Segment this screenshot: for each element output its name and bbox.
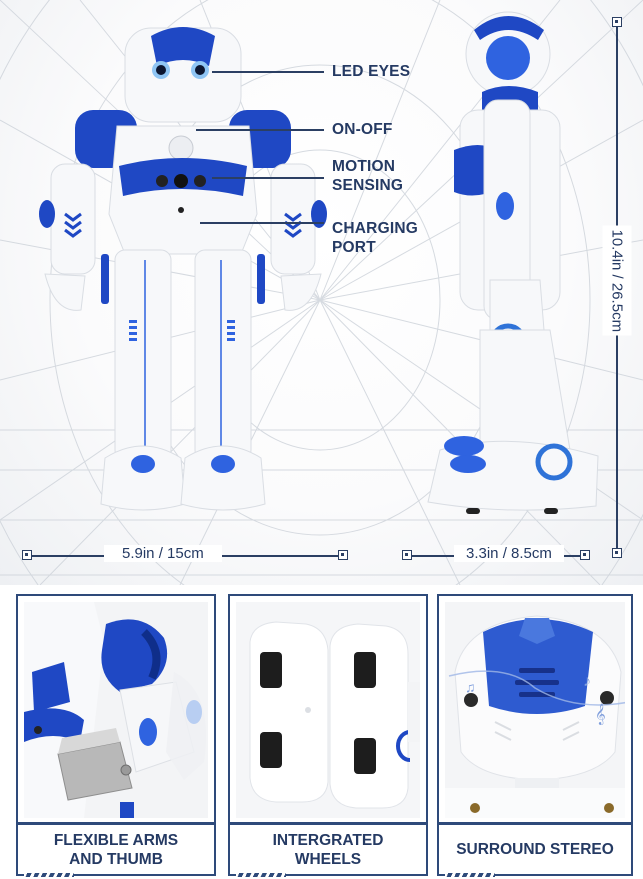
callout-line-motion-sensing: [212, 177, 324, 179]
hero-product-view: LED EYES ON-OFF MOTION SENSING CHARGING …: [0, 0, 643, 585]
panel-divider: [439, 822, 631, 825]
callout-line-led-eyes: [212, 71, 324, 73]
robot-front-view: [39, 27, 327, 511]
svg-text:♪: ♪: [583, 673, 591, 690]
dimension-end-marker: [580, 550, 590, 560]
dimension-end-marker: [402, 550, 412, 560]
dimension-end-marker: [612, 548, 622, 558]
feature-photo-stereo: ♪ 𝄞 ♫: [445, 602, 625, 818]
feature-label-integrated-wheels: INTERGRATED WHEELS: [272, 831, 384, 868]
decorative-hatch: [24, 873, 74, 877]
robot-arm-holding-block-image: [24, 602, 208, 818]
decorative-hatch: [236, 873, 286, 877]
callout-line-charging-port: [200, 222, 324, 224]
decorative-hatch: [445, 873, 495, 877]
callout-charging-port: CHARGING PORT: [332, 220, 418, 256]
svg-text:𝄞: 𝄞: [595, 704, 606, 725]
feature-panel-surround-stereo: ♪ 𝄞 ♫ SURROUND STEREO: [437, 594, 633, 877]
feature-label-surround-stereo: SURROUND STEREO: [456, 841, 614, 858]
callout-on-off: ON-OFF: [332, 121, 393, 138]
feature-label-flexible-arms: FLEXIBLE ARMS AND THUMB: [53, 831, 179, 868]
callout-line-on-off: [196, 129, 324, 131]
feature-photo-arm: [24, 602, 208, 818]
robot-feet-wheels-image: [236, 602, 420, 818]
feature-photo-wheels: [236, 602, 420, 818]
svg-text:♫: ♫: [465, 679, 476, 695]
panel-divider: [18, 822, 214, 825]
robot-side-view: [427, 11, 599, 514]
dimension-height: 10.4in / 26.5cm: [602, 225, 632, 336]
panel-divider: [230, 822, 426, 825]
dimension-end-marker: [612, 17, 622, 27]
dimension-end-marker: [338, 550, 348, 560]
callout-motion-sensing: MOTION SENSING: [332, 158, 404, 194]
feature-panel-flexible-arms: FLEXIBLE ARMS AND THUMB: [16, 594, 216, 877]
feature-panel-integrated-wheels: INTERGRATED WHEELS: [228, 594, 428, 877]
dimension-side-depth: 3.3in / 8.5cm: [454, 545, 564, 562]
dimension-end-marker: [22, 550, 32, 560]
callout-led-eyes: LED EYES: [332, 63, 411, 80]
robot-head-speakers-image: ♪ 𝄞 ♫: [445, 602, 625, 818]
dimension-front-width: 5.9in / 15cm: [104, 545, 222, 562]
